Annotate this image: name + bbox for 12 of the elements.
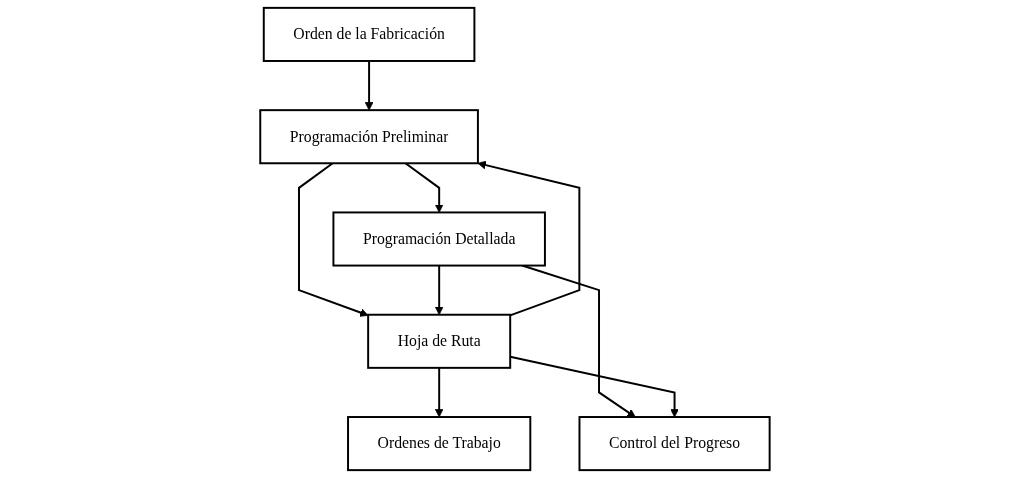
arrow [434, 366, 444, 418]
arrow [364, 60, 373, 111]
arrow [434, 264, 444, 316]
node-box: Programación Preliminar [258, 109, 479, 165]
node-box: Orden de la Fabricación [262, 6, 475, 62]
node-box: Ordenes de Trabajo [346, 416, 531, 472]
node-box: Programación Detallada [332, 211, 546, 267]
node-box: Hoja de Ruta [366, 313, 511, 369]
arrow [404, 162, 444, 213]
arrow [297, 162, 369, 317]
node-box: Control del Progreso [578, 416, 771, 472]
arrow [477, 160, 580, 317]
